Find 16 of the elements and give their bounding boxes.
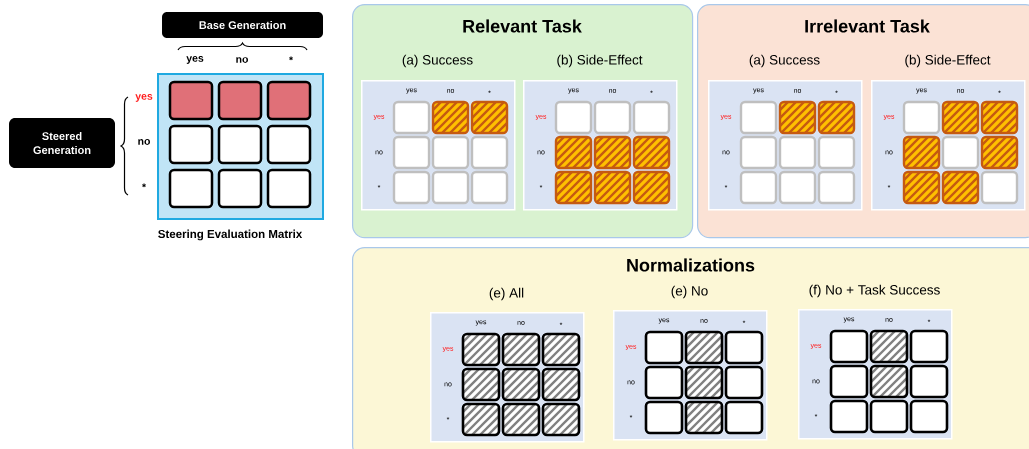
node-label: (a) Success — [402, 54, 473, 68]
node-label: Steering Evaluation Matrix — [158, 229, 303, 241]
row-label: no — [138, 139, 150, 145]
node-label: (e) All — [489, 287, 524, 301]
row-label: * — [142, 183, 147, 188]
label-box: Steered Generation — [9, 118, 115, 168]
column-label: yes — [186, 56, 204, 64]
column-label: * — [289, 56, 294, 61]
node-label: (a) Success — [749, 54, 820, 68]
node-label: (e) No — [671, 285, 708, 299]
column-label: no — [236, 57, 248, 63]
row-label: yes — [135, 94, 153, 102]
node-label: (b) Side-Effect — [905, 54, 991, 68]
node-label: (b) Side-Effect — [557, 54, 643, 68]
label-box: Base Generation — [162, 12, 323, 38]
node-label: (f) No + Task Success — [809, 284, 940, 298]
